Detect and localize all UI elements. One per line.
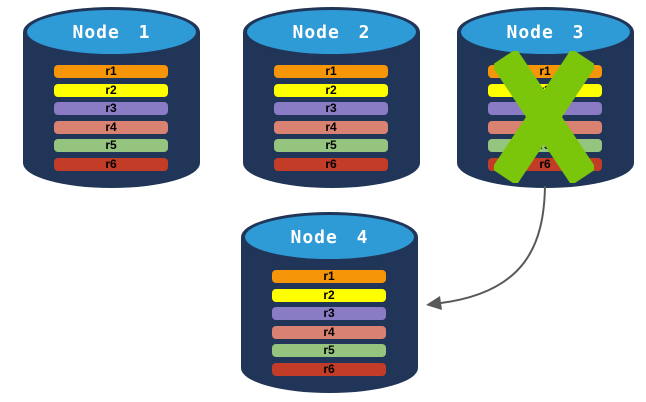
- row-r3: r3: [272, 307, 386, 320]
- row-r4: r4: [274, 120, 388, 134]
- node-2-cylinder: Node 2 r1 r2 r3 r4 r5 r6: [243, 7, 420, 188]
- node-title: Node 3: [506, 21, 585, 43]
- row-r2: r2: [54, 83, 168, 97]
- row-r3: r3: [54, 102, 168, 115]
- failure-x-icon: [494, 51, 594, 183]
- row-r5: r5: [274, 139, 388, 152]
- row-r2: r2: [274, 83, 388, 97]
- node-4-cylinder: Node 4 r1 r2 r3 r4 r5 r6: [241, 212, 418, 393]
- arrow-head-icon: [426, 296, 442, 310]
- row-r1: r1: [274, 65, 388, 78]
- row-r6: r6: [272, 362, 386, 376]
- row-r6: r6: [54, 157, 168, 171]
- row-r2: r2: [272, 288, 386, 302]
- row-r1: r1: [272, 270, 386, 283]
- cylinder-top-face: Node 3: [461, 10, 630, 54]
- cylinder-top-face: Node 2: [247, 10, 416, 54]
- row-r3: r3: [274, 102, 388, 115]
- node-title: Node 1: [72, 21, 151, 43]
- arrow-curve: [440, 185, 546, 304]
- row-stack: r1 r2 r3 r4 r5 r6: [272, 270, 386, 376]
- cylinder-top-face: Node 1: [27, 10, 196, 54]
- row-r5: r5: [54, 139, 168, 152]
- row-r1: r1: [54, 65, 168, 78]
- node-title: Node 4: [290, 226, 369, 248]
- row-r6: r6: [274, 157, 388, 171]
- row-r5: r5: [272, 344, 386, 357]
- row-stack: r1 r2 r3 r4 r5 r6: [54, 65, 168, 171]
- row-r4: r4: [54, 120, 168, 134]
- node-1-cylinder: Node 1 r1 r2 r3 r4 r5 r6: [23, 7, 200, 188]
- node-title: Node 2: [292, 21, 371, 43]
- row-r4: r4: [272, 325, 386, 339]
- cylinder-top-face: Node 4: [245, 215, 414, 259]
- row-stack: r1 r2 r3 r4 r5 r6: [274, 65, 388, 171]
